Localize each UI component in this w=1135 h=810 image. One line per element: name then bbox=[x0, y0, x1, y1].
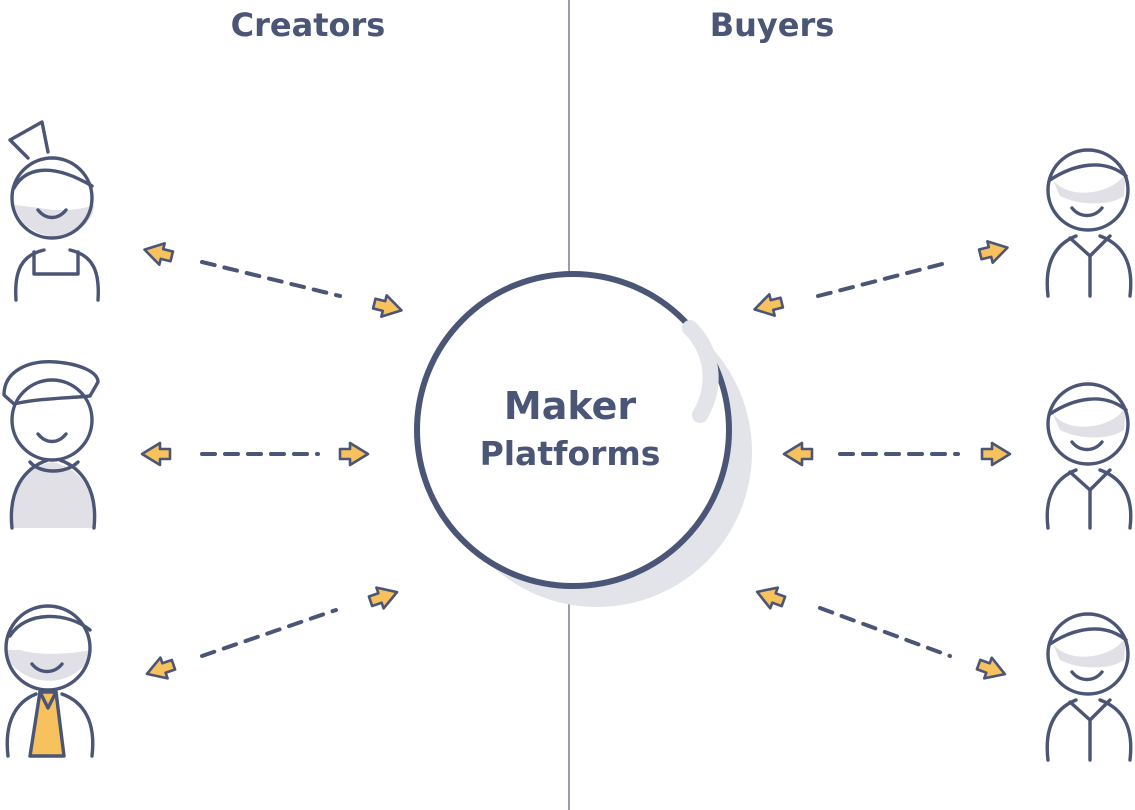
creators-title: Creators bbox=[230, 6, 386, 44]
buyer-3-icon bbox=[1045, 612, 1133, 762]
creator-with-tie-icon bbox=[4, 604, 95, 758]
center-label-maker: Maker bbox=[503, 384, 637, 428]
connector-buyer-3 bbox=[752, 580, 1010, 686]
connector-creator-3 bbox=[142, 580, 402, 686]
buyer-2-icon bbox=[1045, 382, 1133, 530]
buyer-1-icon bbox=[1045, 148, 1133, 298]
creator-with-bun-icon bbox=[8, 120, 100, 302]
connector-creator-1 bbox=[140, 237, 406, 323]
connector-buyer-1 bbox=[750, 235, 1012, 322]
connector-creator-2 bbox=[140, 441, 370, 467]
center-label-platforms: Platforms bbox=[479, 434, 661, 473]
creator-with-sweater-icon bbox=[2, 360, 100, 530]
maker-platforms-circle bbox=[414, 271, 752, 607]
connector-buyer-2 bbox=[782, 441, 1012, 467]
buyers-title: Buyers bbox=[709, 6, 835, 44]
